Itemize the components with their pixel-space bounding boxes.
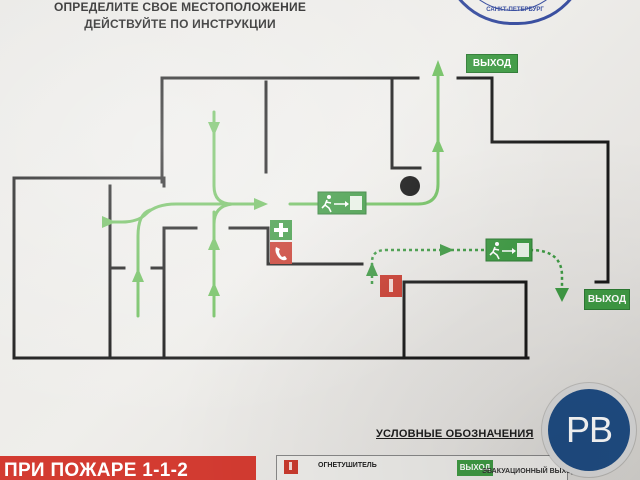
walls xyxy=(12,76,610,360)
arrow-alt-right xyxy=(440,244,454,256)
wall-left-bottom xyxy=(12,176,530,360)
arrow-up-corridor xyxy=(432,138,444,152)
arrow-up-lower xyxy=(208,236,220,250)
route-branch-curve xyxy=(212,202,234,226)
alt-route-arrows xyxy=(366,244,569,302)
header-line-1: ОПРЕДЕЛИТЕ СВОЕ МЕСТОПОЛОЖЕНИЕ xyxy=(53,0,307,14)
route-left-vertical xyxy=(136,208,152,318)
arrow-alt-down xyxy=(555,288,569,302)
header-line-2: ДЕЙСТВУЙТЕ ПО ИНСТРУКЦИИ xyxy=(84,17,276,31)
logo-text: PB xyxy=(548,389,630,471)
legend-extinguisher-icon xyxy=(284,460,298,474)
arrow-up-left xyxy=(132,268,144,282)
arrow-alt-up xyxy=(366,262,378,276)
you-are-here-icon xyxy=(400,176,420,196)
fire-extinguisher-icon xyxy=(380,275,402,297)
route-to-top-exit xyxy=(364,74,440,206)
route-arrows xyxy=(102,60,444,296)
arrow-down-upper xyxy=(208,122,220,136)
arrow-up-lower-2 xyxy=(208,282,220,296)
exit-sign-top: ВЫХОД xyxy=(466,54,518,73)
legend-exit-sign: ВЫХОД xyxy=(457,460,493,476)
evacuation-route xyxy=(102,74,440,318)
fire-banner: ПРИ ПОЖАРЕ 1-1-2 xyxy=(0,456,256,480)
exit-running-man-icon xyxy=(317,191,367,215)
legend-title: УСЛОВНЫЕ ОБОЗНАЧЕНИЯ xyxy=(376,428,534,440)
route-alt-to-right-exit xyxy=(529,248,564,290)
fire-phone-icon xyxy=(270,242,292,264)
arrow-up-top-exit xyxy=(432,60,444,76)
wall-upper-top xyxy=(160,76,420,184)
legend-route-label: ЭВАКУАЦИОННЫЙ ВЫХОД xyxy=(482,468,577,475)
arrow-right-corridor xyxy=(254,198,268,210)
legend-box xyxy=(276,455,568,480)
arrow-right-entry xyxy=(102,216,116,228)
stamp-text: САНКТ-ПЕТЕРБУРГ xyxy=(486,7,544,13)
first-aid-icon xyxy=(270,220,292,240)
exit-sign-right: ВЫХОД xyxy=(584,289,630,310)
exit-running-man-icon-2 xyxy=(485,238,533,262)
legend-extinguisher-label: ОГНЕТУШИТЕЛЬ xyxy=(318,462,377,469)
watermark-logo: PB xyxy=(542,383,636,477)
wall-right-block xyxy=(456,76,610,284)
route-alt-upper xyxy=(370,248,486,284)
evacuation-route-alt xyxy=(370,248,564,290)
